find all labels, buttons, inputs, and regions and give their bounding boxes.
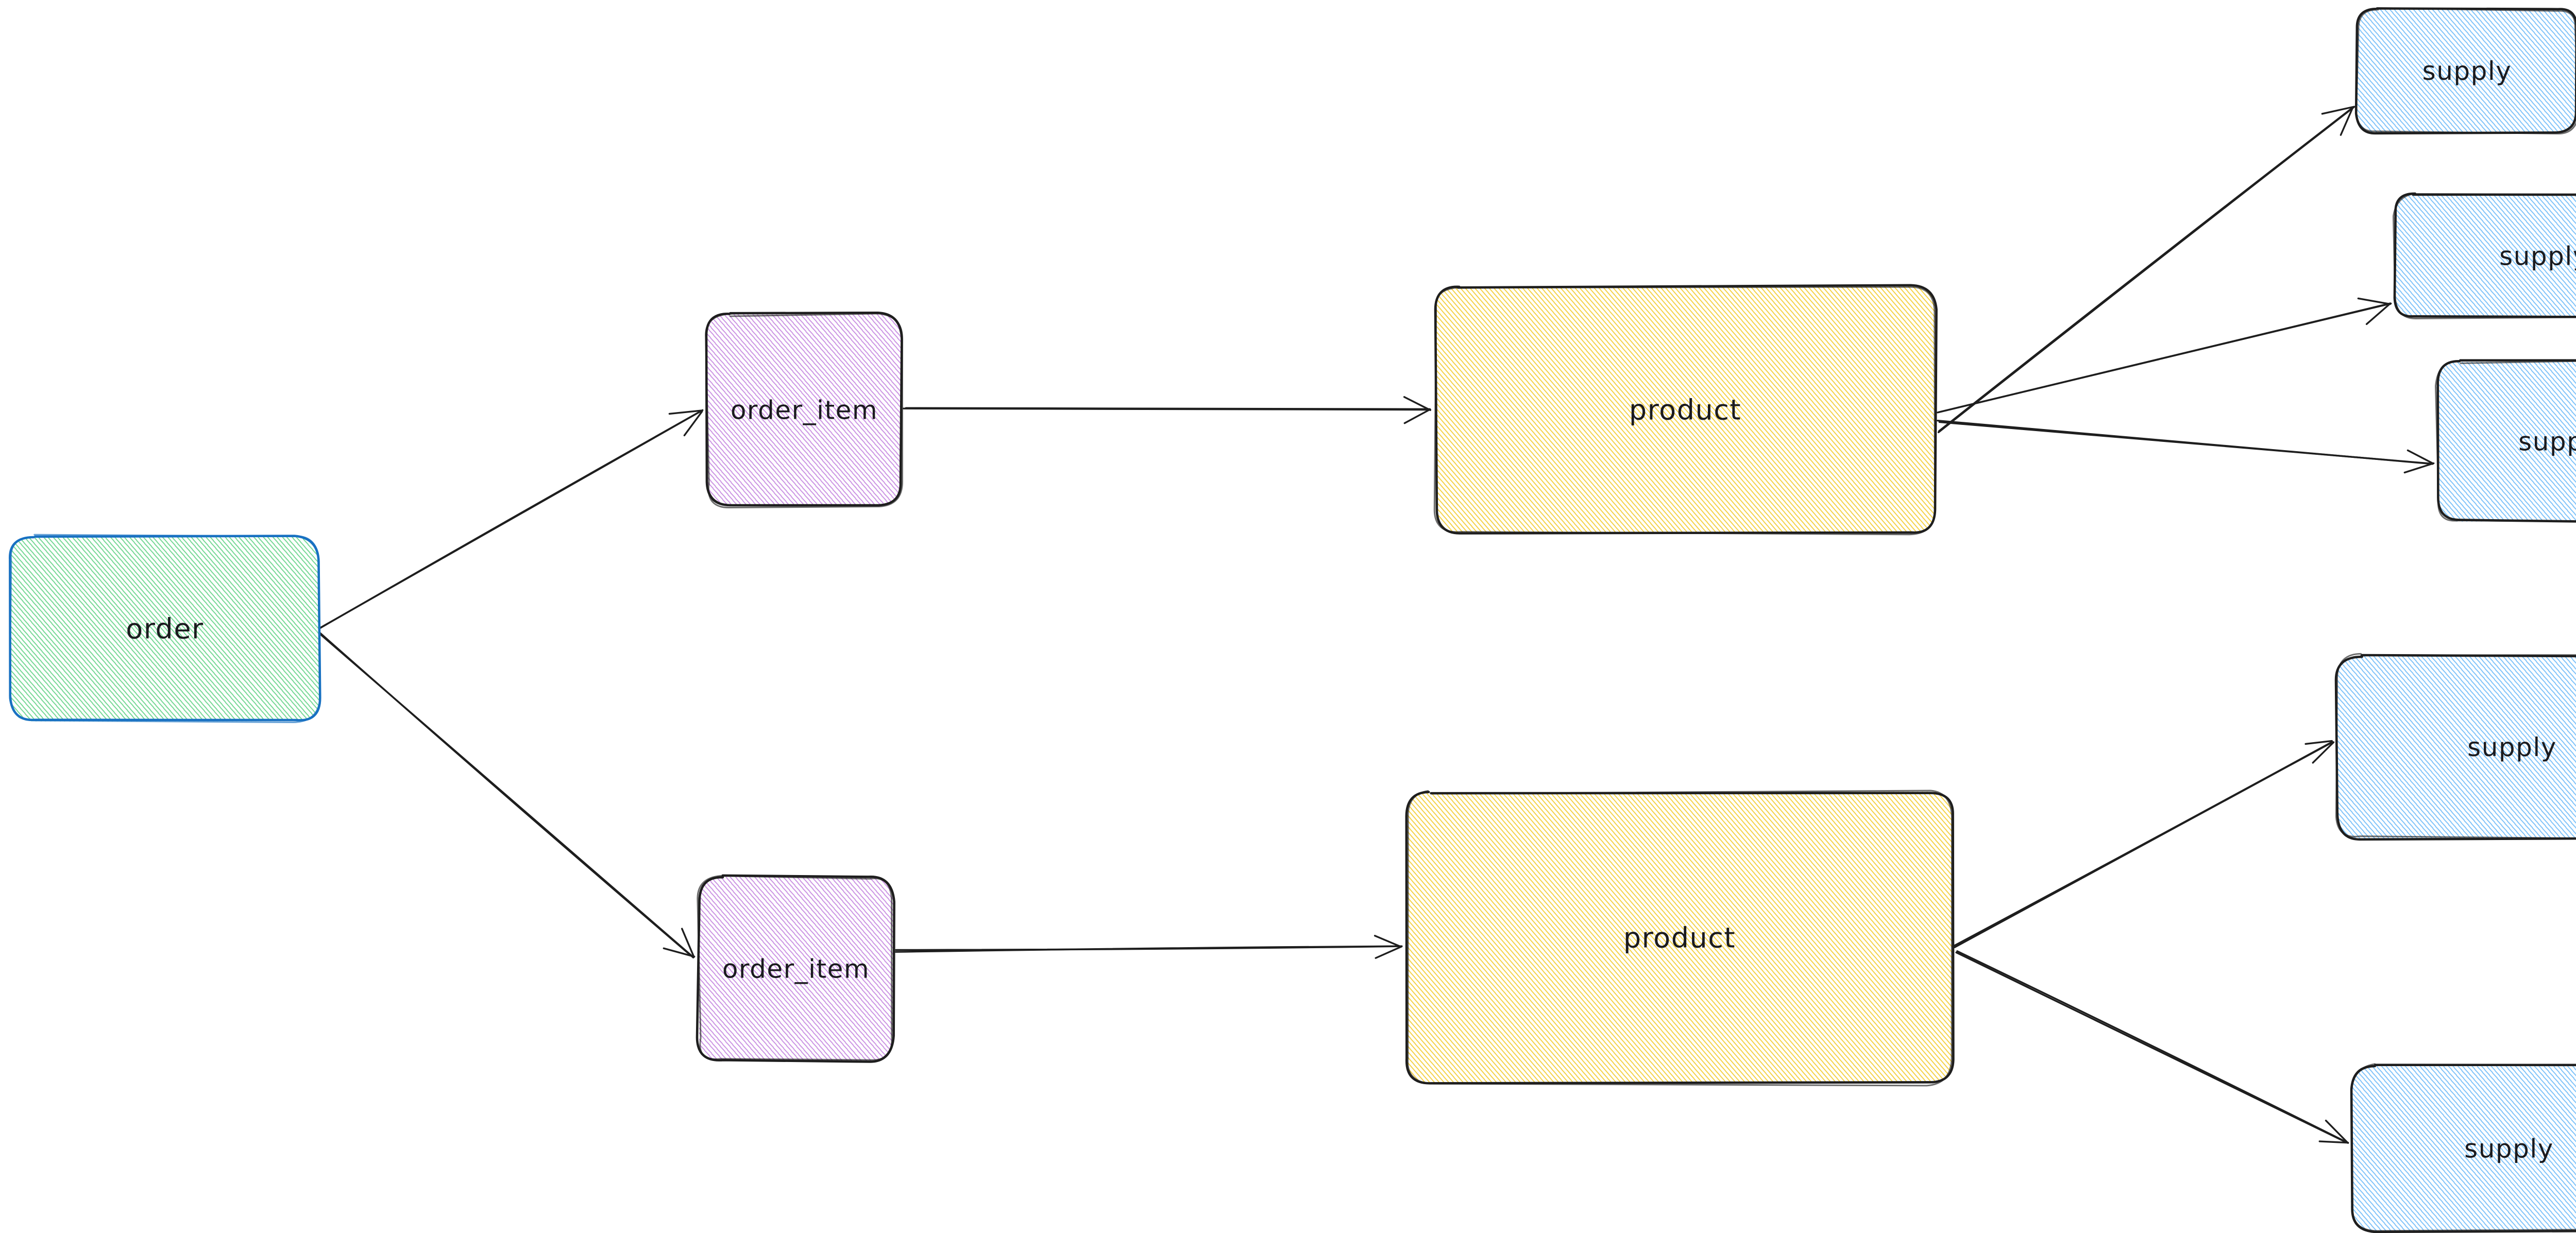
arrowhead-stroke bbox=[2406, 449, 2434, 465]
arrowhead-icon bbox=[2318, 1119, 2349, 1144]
arrowhead-icon bbox=[1403, 396, 1431, 424]
node-label-product_2: product bbox=[1623, 922, 1736, 954]
nodes-layer: orderorder_itemorder_itemproductproducts… bbox=[9, 7, 2576, 1233]
edge-order_item_1-to-product_1[interactable] bbox=[903, 396, 1431, 424]
edge-order-to-order_item_2[interactable] bbox=[319, 632, 696, 958]
node-outline bbox=[2434, 360, 2576, 522]
edge-stroke bbox=[1956, 950, 2349, 1144]
node-label-supply_4: supply bbox=[2467, 732, 2557, 762]
arrowhead-icon bbox=[2304, 740, 2335, 764]
edge-product_2-to-supply_5[interactable] bbox=[1955, 950, 2349, 1144]
arrowhead-stroke bbox=[2357, 297, 2391, 305]
node-label-order_item_2: order_item bbox=[722, 954, 870, 984]
node-fill-hachure bbox=[2351, 1066, 2576, 1231]
node-supply_1[interactable]: supply bbox=[2354, 7, 2576, 135]
node-fill-hachure bbox=[10, 536, 319, 722]
edge-product_1-to-supply_2[interactable] bbox=[1937, 297, 2392, 414]
edge-stroke bbox=[1938, 302, 2392, 413]
edge-product_1-to-supply_3[interactable] bbox=[1937, 419, 2435, 474]
edge-product_1-to-supply_1[interactable] bbox=[1937, 106, 2355, 434]
arrowhead-stroke bbox=[2321, 106, 2355, 115]
node-outline bbox=[697, 875, 893, 1061]
arrowhead-stroke bbox=[1374, 935, 1402, 948]
edge-stroke bbox=[905, 407, 1431, 410]
node-supply_4[interactable]: supply bbox=[2334, 653, 2576, 841]
arrowhead-stroke bbox=[663, 947, 696, 958]
edge-stroke bbox=[895, 945, 1402, 951]
node-label-order_item_1: order_item bbox=[731, 396, 878, 425]
node-outline bbox=[2354, 7, 2576, 135]
node-fill-hachure bbox=[2357, 8, 2576, 133]
node-outline bbox=[1405, 791, 1955, 1085]
edge-stroke bbox=[1937, 106, 2355, 434]
node-outline bbox=[2392, 193, 2576, 319]
arrowhead-icon bbox=[663, 928, 696, 958]
node-outline bbox=[2350, 1063, 2576, 1232]
edge-stroke bbox=[1954, 741, 2333, 948]
node-order_item_1[interactable]: order_item bbox=[705, 311, 903, 508]
node-product_2[interactable]: product bbox=[1405, 790, 1955, 1087]
arrowhead-stroke bbox=[1403, 408, 1431, 424]
arrowhead-icon bbox=[1374, 935, 1403, 959]
node-outline bbox=[1433, 286, 1936, 536]
node-label-supply_3: supply bbox=[2518, 427, 2576, 457]
arrowhead-icon bbox=[2357, 297, 2391, 325]
edge-stroke bbox=[1955, 951, 2348, 1144]
arrowhead-stroke bbox=[2403, 462, 2435, 474]
node-product_1[interactable]: product bbox=[1433, 284, 1938, 536]
node-label-order: order bbox=[126, 613, 204, 645]
node-label-supply_1: supply bbox=[2422, 56, 2512, 86]
node-outline bbox=[9, 534, 321, 724]
arrowhead-stroke bbox=[2365, 303, 2391, 325]
node-label-product_1: product bbox=[1629, 394, 1741, 426]
node-supply_2[interactable]: supply bbox=[2392, 192, 2576, 319]
node-outline bbox=[2335, 653, 2576, 840]
node-supply_3[interactable]: supply bbox=[2434, 359, 2576, 523]
node-outline bbox=[1407, 790, 1953, 1087]
arrowhead-stroke bbox=[681, 928, 695, 958]
edge-stroke bbox=[319, 632, 694, 958]
arrowhead-icon bbox=[668, 409, 703, 437]
node-outline bbox=[696, 874, 895, 1063]
arrowhead-icon bbox=[2321, 106, 2355, 136]
node-outline bbox=[705, 313, 903, 508]
node-fill-hachure bbox=[699, 877, 894, 1061]
edge-product_2-to-supply_4[interactable] bbox=[1953, 740, 2335, 948]
node-fill-hachure bbox=[1435, 286, 1935, 534]
arrowhead-stroke bbox=[668, 409, 703, 415]
arrowhead-stroke bbox=[1375, 946, 1403, 959]
arrowhead-stroke bbox=[2340, 107, 2354, 136]
node-order_item_2[interactable]: order_item bbox=[696, 874, 895, 1063]
node-fill-hachure bbox=[2336, 655, 2576, 839]
node-outline bbox=[2355, 7, 2576, 135]
node-fill-hachure bbox=[2394, 193, 2576, 318]
arrowhead-stroke bbox=[683, 410, 703, 437]
node-order[interactable]: order bbox=[9, 534, 321, 724]
node-supply_5[interactable]: supply bbox=[2350, 1063, 2576, 1233]
edge-order-to-order_item_1[interactable] bbox=[318, 409, 704, 629]
edges-layer bbox=[318, 106, 2435, 1144]
arrowhead-stroke bbox=[2304, 740, 2333, 745]
edge-stroke bbox=[1938, 421, 2434, 465]
arrowhead-icon bbox=[2403, 449, 2435, 474]
node-label-supply_5: supply bbox=[2464, 1134, 2554, 1164]
edge-order_item_2-to-product_2[interactable] bbox=[895, 935, 1403, 959]
arrowhead-stroke bbox=[2312, 741, 2335, 764]
node-fill-hachure bbox=[1406, 792, 1953, 1084]
node-outline bbox=[2436, 359, 2576, 523]
node-fill-hachure bbox=[706, 313, 902, 507]
node-label-supply_2: supply bbox=[2499, 242, 2576, 271]
edge-stroke bbox=[318, 409, 704, 629]
arrowhead-stroke bbox=[2325, 1119, 2349, 1144]
arrowhead-stroke bbox=[1403, 396, 1431, 412]
node-fill-hachure bbox=[2436, 361, 2576, 522]
arrowhead-stroke bbox=[2318, 1140, 2349, 1144]
